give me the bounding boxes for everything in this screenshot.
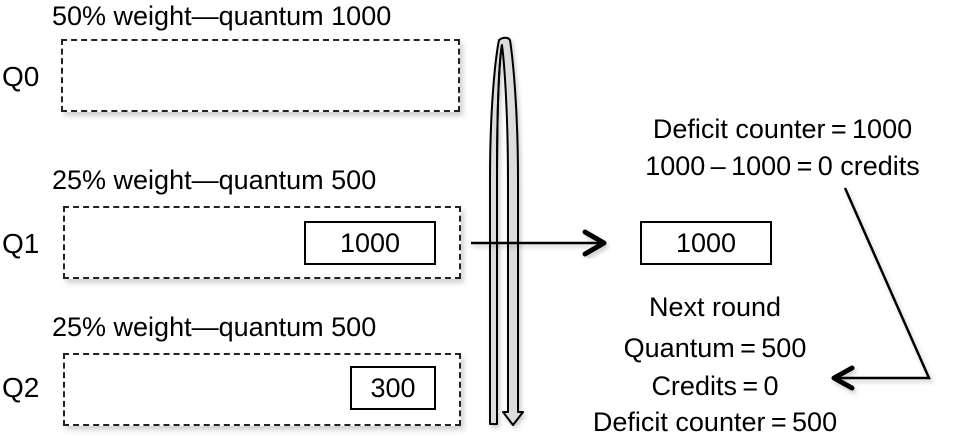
next-round-quantum: Quantum = 500 <box>623 333 807 363</box>
q1-packet: 1000 <box>304 221 436 265</box>
next-round-credits: Credits = 0 <box>651 371 779 401</box>
next-round-deficit: Deficit counter = 500 <box>592 407 838 437</box>
q0-label: Q0 <box>2 61 40 92</box>
next-round-title: Next round <box>648 292 782 322</box>
q1-label: Q1 <box>2 228 40 259</box>
q2-packet: 300 <box>350 366 436 410</box>
feedback-arrow-icon <box>831 187 931 391</box>
q0-queue-box <box>61 39 460 112</box>
q2-label: Q2 <box>2 372 40 403</box>
deficit-counter-label: Deficit counter = 1000 <box>652 114 913 144</box>
q1-weight-label: 25% weight—quantum 500 <box>52 165 377 195</box>
round-robin-loop-icon <box>489 36 524 426</box>
q0-weight-label: 50% weight—quantum 1000 <box>52 1 392 31</box>
q2-weight-label: 25% weight—quantum 500 <box>52 312 377 342</box>
deficit-calculation-label: 1000 – 1000 = 0 credits <box>645 151 920 181</box>
dequeue-arrow-icon <box>471 229 607 257</box>
output-packet: 1000 <box>640 221 772 265</box>
